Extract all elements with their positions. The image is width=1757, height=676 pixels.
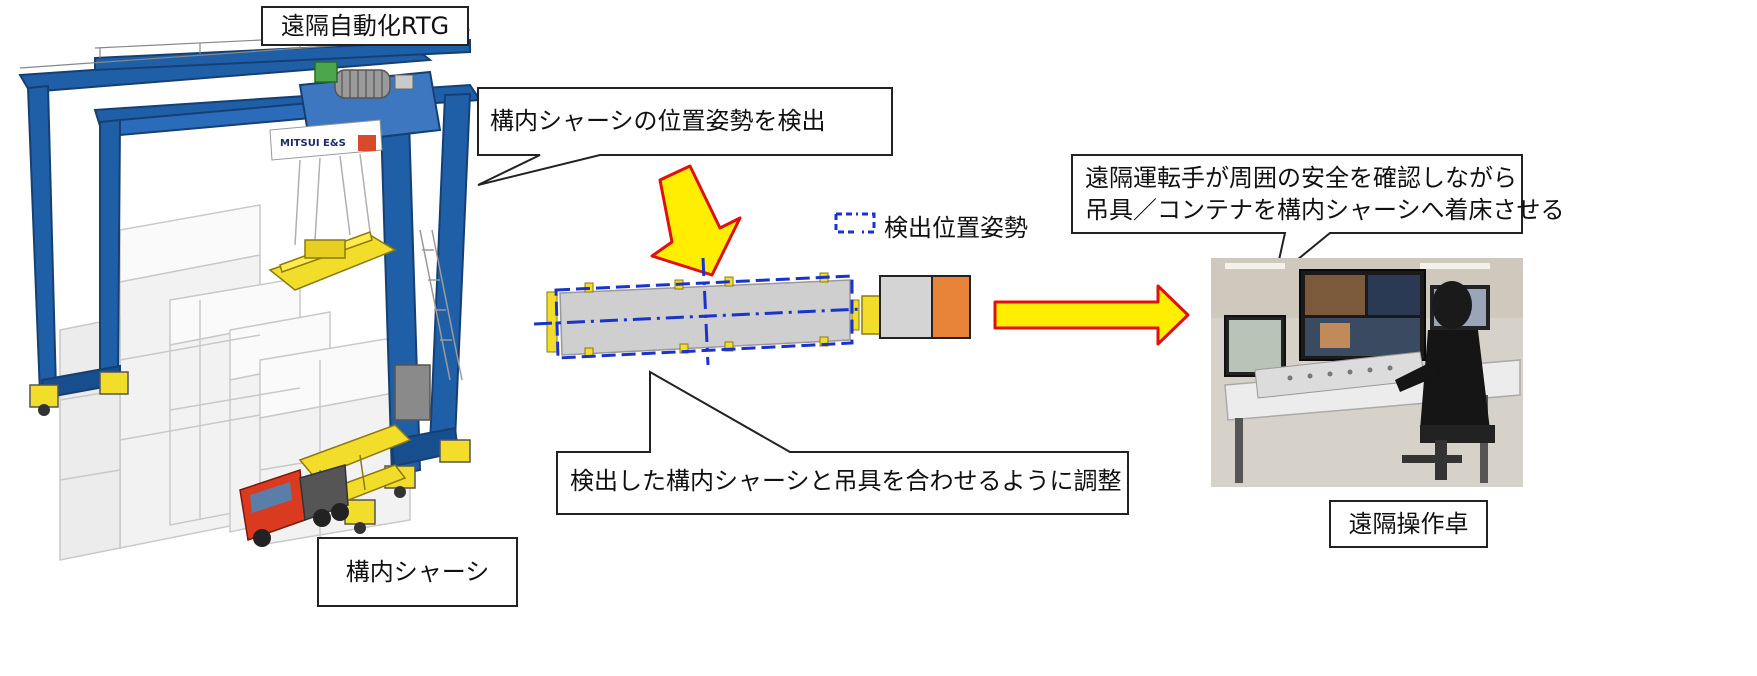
hoist-ropes	[294, 153, 371, 246]
crane-brand-text: MITSUI E&S	[280, 138, 346, 149]
legend-detected-label: 検出位置姿勢	[884, 214, 1028, 242]
callout-adjust-bubble	[556, 370, 1129, 515]
side-staircase	[419, 229, 463, 381]
callout-operator-line1: 遠隔運転手が周囲の安全を確認しながら	[1085, 164, 1517, 192]
rtg-title-box	[261, 6, 469, 46]
callout-detect-text: 構内シャーシの位置姿勢を検出	[490, 107, 826, 135]
callout-operator-line2: 吊具／コンテナを構内シャーシへ着床させる	[1085, 196, 1565, 224]
detect-arrow-down	[650, 164, 742, 277]
console-label-box	[1329, 500, 1488, 548]
chassis-label-box	[317, 537, 518, 607]
callout-operator-bubble	[1071, 154, 1523, 281]
console-operator	[1395, 281, 1495, 480]
remote-console-photo	[1211, 258, 1523, 487]
console-label: 遠隔操作卓	[1348, 510, 1469, 538]
tractor-body	[879, 275, 933, 339]
chassis-truck	[239, 464, 349, 547]
centerline-vertical	[701, 257, 710, 366]
electrical-house	[394, 364, 431, 421]
callout-detect-bubble	[477, 87, 893, 186]
rtg-title-label: 遠隔自動化RTG	[280, 12, 450, 40]
trolley-machinery: MITSUI E&S	[269, 61, 442, 161]
flow-arrow-right	[993, 284, 1190, 346]
detected-pose-outline	[554, 274, 854, 360]
rtg-crane-illustration: MITSUI E&S	[18, 29, 482, 561]
legend-dashed-icon	[834, 212, 876, 234]
centerline-horizontal	[533, 307, 863, 326]
callout-adjust-text: 検出した構内シャーシと吊具を合わせるように調整	[570, 467, 1122, 495]
tractor-cab	[931, 275, 971, 339]
chassis-label: 構内シャーシ	[345, 558, 490, 586]
detection-schematic	[533, 164, 1190, 366]
spreader-on-crane	[268, 231, 397, 291]
